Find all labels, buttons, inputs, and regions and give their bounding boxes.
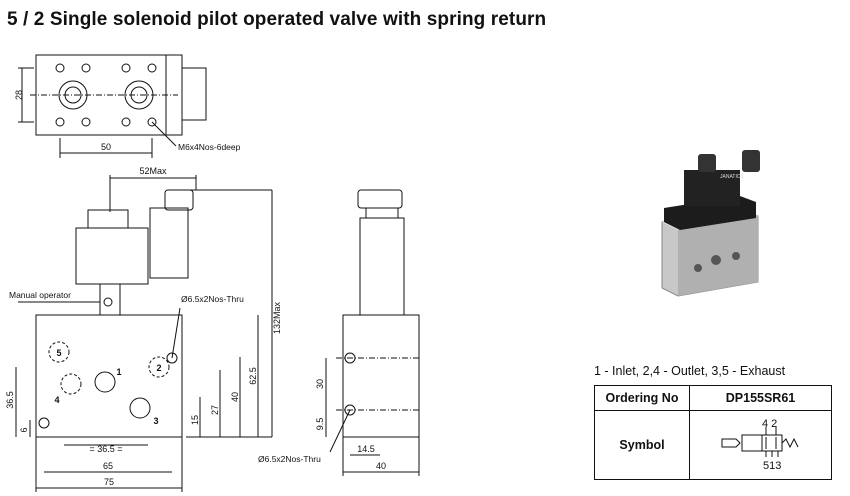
ordering-table: Ordering No DP155SR61 Symbol 4 2 513 — [594, 385, 832, 480]
manual-operator-label: Manual operator — [9, 290, 71, 300]
page-title: 5 / 2 Single solenoid pilot operated val… — [7, 9, 547, 30]
dim-65: 65 — [103, 461, 113, 471]
port-4: 4 — [54, 395, 59, 405]
dim-40-side: 40 — [376, 461, 386, 471]
valve-symbol: 4 2 513 — [689, 410, 832, 480]
port-2: 2 — [156, 363, 161, 373]
technical-drawing: 28 50 M6x4Nos-6deep 52Max 132Max Manual … — [5, 54, 420, 492]
ordering-header-label: Ordering No — [594, 385, 690, 411]
photo-brand: JANATICS — [720, 174, 744, 180]
dim-132max: 132Max — [272, 301, 282, 334]
dim-15: 15 — [190, 415, 200, 425]
dim-40-front: 40 — [230, 392, 240, 402]
symbol-top-ports: 4 2 — [762, 418, 777, 430]
dim-50: 50 — [101, 142, 111, 152]
thread-callout: M6x4Nos-6deep — [178, 142, 241, 152]
dim-36-5-horizontal: = 36.5 = — [89, 444, 122, 454]
valve-photo: JANATICS — [661, 150, 760, 297]
dim-30: 30 — [315, 379, 325, 389]
port-3: 3 — [153, 416, 158, 426]
through-holes-front: Ø6.5x2Nos-Thru — [181, 294, 244, 304]
front-view — [15, 175, 273, 492]
dim-28: 28 — [14, 90, 24, 100]
dim-27: 27 — [210, 405, 220, 415]
dim-52max: 52Max — [139, 166, 167, 176]
ordering-number: DP155SR61 — [689, 385, 832, 411]
dim-9-5: 9.5 — [315, 418, 325, 431]
dim-6: 6 — [19, 427, 29, 432]
symbol-label: Symbol — [594, 410, 690, 480]
dim-75: 75 — [104, 477, 114, 487]
through-holes-side: Ø6.5x2Nos-Thru — [258, 454, 321, 464]
ports-legend: 1 - Inlet, 2,4 - Outlet, 3,5 - Exhaust — [594, 364, 786, 378]
symbol-bottom-ports: 513 — [763, 460, 781, 472]
side-view — [325, 189, 420, 476]
dim-14-5: 14.5 — [357, 444, 375, 454]
dim-62-5: 62.5 — [248, 367, 258, 385]
dim-36-5-vertical: 36.5 — [5, 391, 15, 409]
top-view — [18, 54, 207, 158]
port-5: 5 — [56, 348, 61, 358]
port-1: 1 — [116, 367, 121, 377]
valve-symbol-icon: 4 2 513 — [721, 418, 798, 472]
